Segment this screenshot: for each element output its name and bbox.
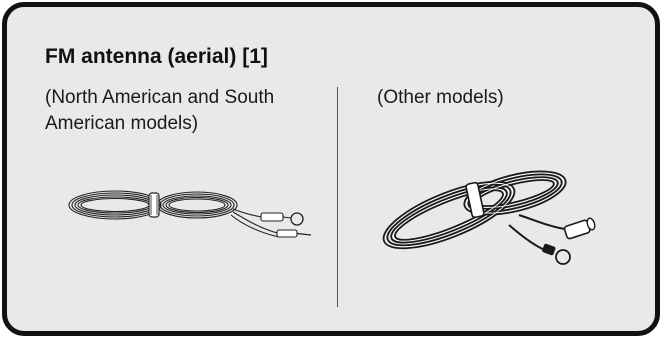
column-label-line: American models) — [45, 111, 315, 137]
column-divider — [337, 87, 338, 307]
section-title: FM antenna (aerial) [1] — [45, 45, 268, 69]
column-label-line: (North American and South — [45, 85, 315, 111]
column-label-americas: (North American and South American model… — [45, 85, 315, 137]
fm-wire-antenna-icon — [65, 175, 317, 249]
column-label-line: (Other models) — [377, 85, 627, 111]
fm-coax-antenna-icon — [369, 153, 601, 271]
column-label-other: (Other models) — [377, 85, 627, 111]
